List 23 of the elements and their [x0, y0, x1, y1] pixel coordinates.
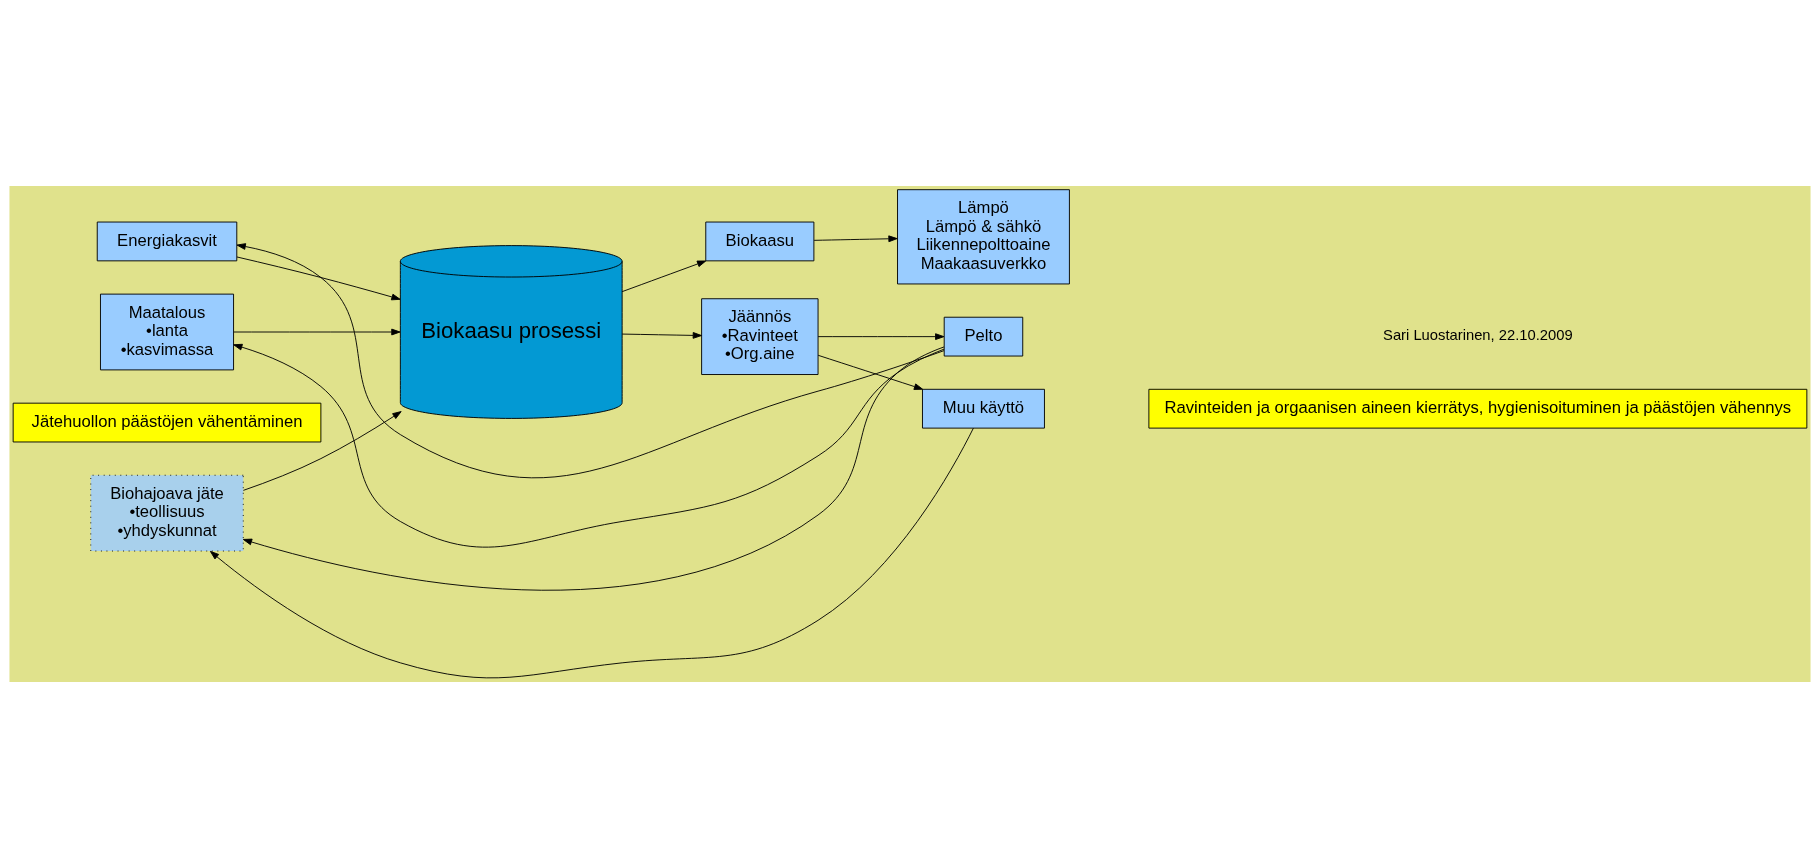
node-box: Jäännös •Ravinteet •Org.aine — [701, 297, 819, 375]
arrow — [209, 427, 974, 678]
node-box: Ravinteiden ja orgaanisen aineen kierrätys, hygienisoituminen ja päästöjen vähennys — [1148, 388, 1808, 429]
arrow — [242, 346, 945, 590]
node-box: Jätehuollon päästöjen vähentäminen — [12, 402, 322, 442]
arrow — [242, 410, 402, 491]
arrow — [621, 260, 707, 292]
node-box: Energiakasvit — [96, 221, 238, 261]
node-box: Biohajoava jäte •teollisuus •yhdyskunnat — [90, 474, 244, 551]
arrow — [621, 331, 702, 339]
node-box: Muu käyttö — [922, 388, 1045, 429]
arrow — [817, 354, 924, 390]
node-box: Pelto — [943, 316, 1024, 356]
arrow — [817, 332, 945, 340]
arrow — [236, 256, 401, 300]
node-box: Lämpö Lämpö & sähkö Liikennepolttoaine Maakaasuverkko — [897, 188, 1070, 284]
node-box: Maatalous •lanta •kasvimassa — [100, 293, 234, 370]
arrow — [233, 343, 945, 548]
arrow — [813, 234, 898, 242]
arrow — [236, 242, 945, 478]
arrow — [233, 328, 401, 335]
node-box: Biokaasu — [705, 221, 815, 261]
label: Sari Luostarinen, 22.10.2009 — [1383, 326, 1573, 343]
